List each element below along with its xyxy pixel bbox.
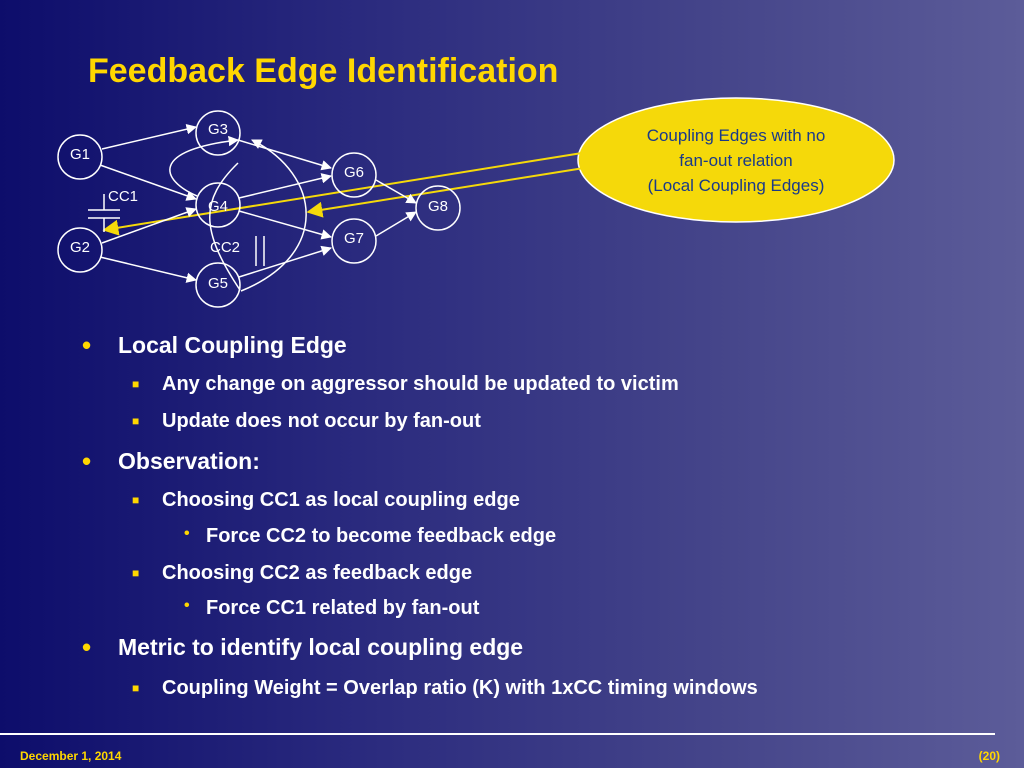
edge-g4-g7 xyxy=(238,210,333,240)
node-g7-label: G7 xyxy=(344,230,364,247)
bullet-observation: • Observation: xyxy=(82,446,260,476)
edge-g6-g8 xyxy=(375,179,417,204)
node-g6 xyxy=(331,152,377,198)
node-g1 xyxy=(57,134,103,180)
subbullet-marker: ■ xyxy=(132,566,140,580)
subbullet-text: Coupling Weight = Overlap ratio (K) with… xyxy=(162,677,758,699)
node-g5 xyxy=(195,262,241,308)
subsubbullet-force-cc2: • Force CC2 to become feedback edge xyxy=(184,525,557,548)
node-g1-label: G1 xyxy=(70,146,90,163)
subbullet-no-fanout-update: ■ Update does not occur by fan-out xyxy=(132,410,481,433)
node-g5-label: G5 xyxy=(208,275,228,292)
edge-g7-g8 xyxy=(375,211,417,237)
subbullet-text: Choosing CC1 as local coupling edge xyxy=(162,489,520,511)
subbullet-marker: ■ xyxy=(132,681,140,695)
cc1-coupling-symbol xyxy=(88,194,120,232)
node-g6-label: G6 xyxy=(344,164,364,181)
node-g8-label: G8 xyxy=(428,198,448,215)
node-g7 xyxy=(331,218,377,264)
bullet-text: Metric to identify local coupling edge xyxy=(118,634,524,660)
cc1-label: CC1 xyxy=(108,188,138,205)
bullet-text: Local Coupling Edge xyxy=(118,332,347,358)
callout-arrow-to-cc1 xyxy=(102,152,583,236)
node-g3 xyxy=(195,110,241,156)
subsubbullet-marker: • xyxy=(184,597,190,614)
bullet-marker: • xyxy=(82,330,92,360)
subsubbullet-text: Force CC1 related by fan-out xyxy=(206,597,480,619)
callout-line-2: fan-out relation xyxy=(679,151,792,170)
graph-nodes xyxy=(57,110,461,308)
edge-cc2-curve xyxy=(240,139,307,292)
subbullet-text: Update does not occur by fan-out xyxy=(162,410,481,432)
circuit-graph-diagram: Coupling Edges with no fan-out relation … xyxy=(57,97,895,308)
node-g3-label: G3 xyxy=(208,121,228,138)
subbullet-coupling-weight: ■ Coupling Weight = Overlap ratio (K) wi… xyxy=(132,677,758,700)
node-g4 xyxy=(195,182,241,228)
subbullet-text: Choosing CC2 as feedback edge xyxy=(162,562,473,584)
callout-arrow-to-cc2 xyxy=(306,167,585,218)
bullet-marker: • xyxy=(82,446,92,476)
subbullet-text: Any change on aggressor should be update… xyxy=(162,373,679,395)
footer-divider xyxy=(0,733,995,735)
subbullet-marker: ■ xyxy=(132,493,140,507)
callout-ellipse xyxy=(577,97,895,223)
subbullet-aggressor-update: ■ Any change on aggressor should be upda… xyxy=(132,373,679,396)
subsubbullet-text: Force CC2 to become feedback edge xyxy=(206,525,557,547)
subsubbullet-marker: • xyxy=(184,525,190,542)
node-g8 xyxy=(415,185,461,231)
callout-line-3: (Local Coupling Edges) xyxy=(648,176,825,195)
edge-g5-g3-curve xyxy=(209,162,241,291)
subsubbullet-force-cc1: • Force CC1 related by fan-out xyxy=(184,597,480,620)
slide-title: Feedback Edge Identification xyxy=(88,52,559,90)
subbullet-choosing-cc2: ■ Choosing CC2 as feedback edge xyxy=(132,562,473,585)
bullet-local-coupling-edge: • Local Coupling Edge xyxy=(82,330,347,360)
bullet-marker: • xyxy=(82,632,92,662)
node-g4-label: G4 xyxy=(208,198,228,215)
cc2-label: CC2 xyxy=(210,239,240,256)
node-g2 xyxy=(57,227,103,273)
subbullet-marker: ■ xyxy=(132,377,140,391)
edge-g4-g6 xyxy=(238,173,333,199)
callout-line-1: Coupling Edges with no xyxy=(647,126,826,145)
footer-date: December 1, 2014 xyxy=(20,749,122,763)
edge-g1-g3 xyxy=(101,124,198,150)
subbullet-choosing-cc1: ■ Choosing CC1 as local coupling edge xyxy=(132,489,520,512)
edge-feedback-curve-g4-g3 xyxy=(169,135,240,197)
bullet-metric: • Metric to identify local coupling edge xyxy=(82,632,524,662)
bullet-text: Observation: xyxy=(118,448,260,474)
subbullet-marker: ■ xyxy=(132,414,140,428)
graph-edges xyxy=(99,124,417,292)
edge-g2-g5 xyxy=(99,256,198,283)
edge-g2-g4 xyxy=(101,207,197,244)
node-g2-label: G2 xyxy=(70,239,90,256)
footer-page-number: (20) xyxy=(978,749,1000,763)
cc2-coupling-symbol xyxy=(255,236,265,266)
edge-g1-g4 xyxy=(99,164,197,201)
